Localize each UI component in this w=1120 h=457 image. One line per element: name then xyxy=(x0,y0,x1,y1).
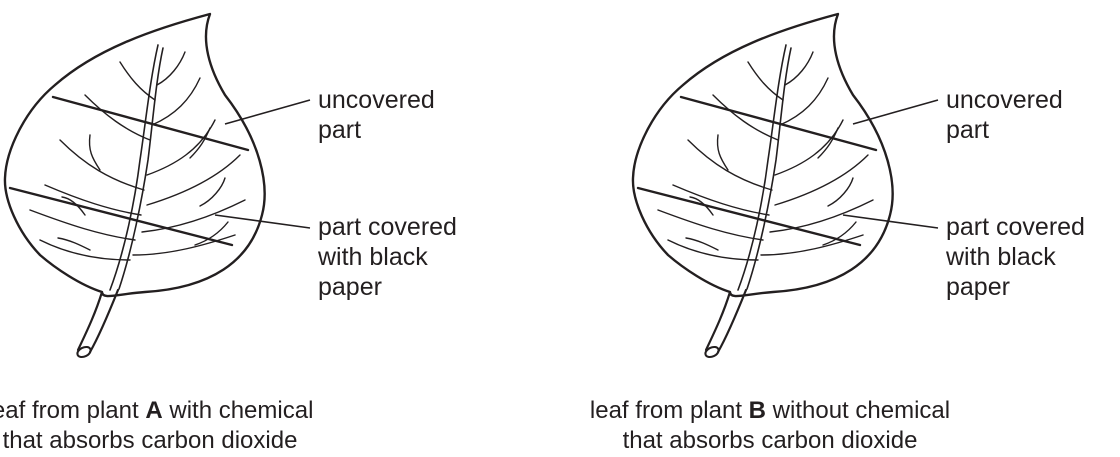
label-covered-a: part covered with black paper xyxy=(318,212,457,302)
caption-line-1: leaf from plant B without chemical xyxy=(540,396,1000,426)
label-line: part covered xyxy=(318,212,457,242)
label-line: paper xyxy=(318,272,457,302)
label-uncovered-a: uncovered part xyxy=(318,85,435,145)
label-line: with black xyxy=(318,242,457,272)
label-line: part xyxy=(318,115,435,145)
caption-line-2: that absorbs carbon dioxide xyxy=(540,426,1000,456)
plant-letter: B xyxy=(749,397,766,424)
label-line: with black xyxy=(946,242,1085,272)
caption-line-2: that absorbs carbon dioxide xyxy=(0,426,360,456)
label-covered-b: part covered with black paper xyxy=(946,212,1085,302)
label-line: uncovered xyxy=(318,85,435,115)
caption-line-1: leaf from plant A with chemical xyxy=(0,396,360,426)
caption-b: leaf from plant B without chemical that … xyxy=(540,396,1000,456)
label-line: part covered xyxy=(946,212,1085,242)
plant-letter: A xyxy=(145,397,162,424)
label-line: uncovered xyxy=(946,85,1063,115)
caption-a: leaf from plant A with chemical that abs… xyxy=(0,396,360,456)
label-line: part xyxy=(946,115,1063,145)
label-line: paper xyxy=(946,272,1085,302)
leaf-a xyxy=(5,14,265,359)
label-uncovered-b: uncovered part xyxy=(946,85,1063,145)
leaf-b xyxy=(633,14,893,359)
